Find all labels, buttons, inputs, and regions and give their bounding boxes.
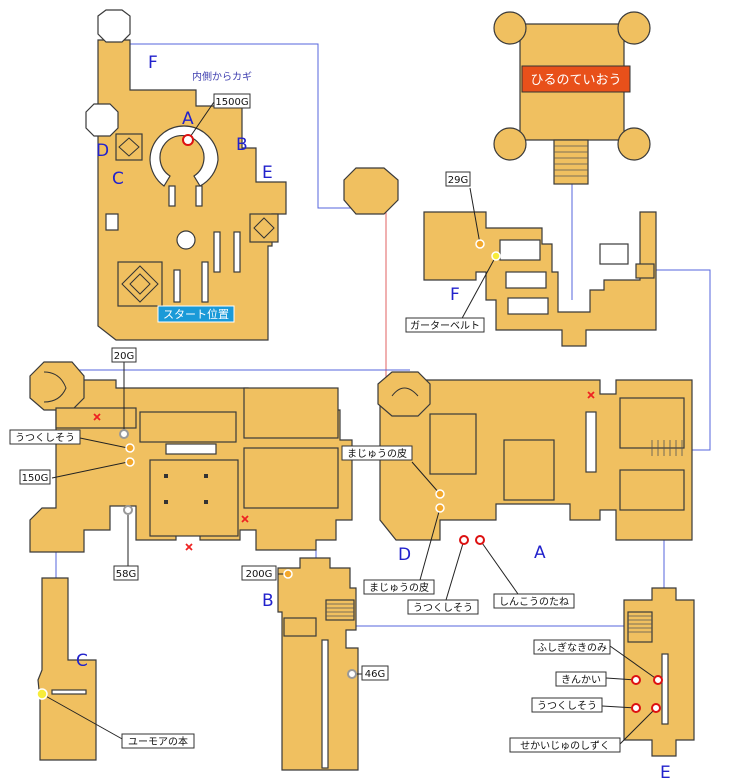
inside-key-note: 内側からカギ [192,70,252,83]
west-tower-south [37,577,97,761]
x-mark [241,515,249,523]
callout-shinkou: しんこうのたね [493,593,575,609]
svg-text:うつくしそう: うつくしそう [15,432,75,444]
marker-utsukushisou-3 [631,703,641,713]
letter-labels: F A B D C E F D A B C E [76,53,671,783]
east-tower-south [623,587,695,757]
letter-E-low: E [660,763,671,783]
start-text: スタート位置 [163,307,229,321]
throne-top-right: ひるのていおう [493,11,651,185]
svg-text:まじゅうの皮: まじゅうの皮 [369,581,429,594]
marker-garter [491,251,501,261]
svg-text:20G: 20G [114,351,134,362]
marker-kinkai [631,675,641,685]
x-mark [185,543,193,551]
svg-text:せかいじゅのしずく: せかいじゅのしずく [520,740,610,752]
connector-lines [55,43,711,627]
castle-top-left [85,9,287,341]
letter-F-top: F [148,53,158,73]
marker-yuumoa [36,688,48,700]
svg-text:46G: 46G [365,669,385,680]
marker-46g [347,669,357,679]
marker-29g [475,239,485,249]
svg-text:58G: 58G [116,569,136,580]
east-wing-lower [377,371,693,541]
svg-text:ガーターベルト: ガーターベルト [410,320,480,332]
letter-A-top: A [182,109,194,129]
svg-text:うつくしそう: うつくしそう [413,602,473,614]
marker-20g [119,429,129,439]
callout-sekaiju: せかいじゅのしずく [509,737,621,753]
callout-150g: 150G [19,469,51,485]
tower-octagon-top [343,167,399,215]
letter-B-top: B [236,135,248,155]
callout-46g: 46G [361,665,389,681]
x-mark [93,413,101,421]
svg-text:150G: 150G [22,473,49,484]
svg-text:きんかい: きんかい [561,674,601,686]
svg-text:うつくしそう: うつくしそう [537,700,597,712]
callout-20g: 20G [111,347,137,363]
marker-150g [125,457,135,467]
callout-58g: 58G [113,565,139,581]
x-marks [93,391,595,551]
letter-C-low: C [76,651,88,671]
marker-majuu-2 [435,503,445,513]
callout-yuumoa: ユーモアの本 [121,733,195,749]
letter-F-right: F [450,285,460,305]
callout-majuu-1: まじゅうの皮 [341,445,413,461]
svg-text:まじゅうの皮: まじゅうの皮 [347,447,407,460]
x-mark [587,391,595,399]
callout-29g: 29G [445,171,471,187]
letter-D-top: D [96,141,109,161]
marker-utsukushisou-2 [459,535,469,545]
callout-200g: 200G [241,565,277,581]
svg-text:ふしぎなきのみ: ふしぎなきのみ [537,641,607,654]
svg-text:しんこうのたね: しんこうのたね [499,596,569,608]
svg-text:1500G: 1500G [215,97,248,108]
leader-lines [41,101,659,745]
callout-utsukushisou-1: うつくしそう [9,429,81,445]
callout-fushigi: ふしぎなきのみ [533,639,611,655]
item-markers [36,134,663,713]
callout-majuu-2: まじゅうの皮 [363,579,435,595]
marker-fushigi [653,675,663,685]
map-title: ひるのていおう [530,73,621,88]
letter-B-low: B [262,591,274,611]
marker-1500g [182,134,194,146]
callout-garter: ガーターベルト [405,317,485,333]
marker-58g [123,505,133,515]
callout-1500g: 1500G [213,93,251,109]
callout-utsukushisou-2: うつくしそう [407,599,479,615]
callout-kinkai: きんかい [555,671,607,687]
start-label: スタート位置 [157,305,235,323]
svg-text:ユーモアの本: ユーモアの本 [128,735,188,748]
marker-200g [283,569,293,579]
letter-A-mid: A [534,543,546,563]
letter-C-top: C [112,169,124,189]
callouts: 1500G 29G ガーターベルト 20G うつくしそう 150G 58G まじ… [9,93,621,753]
west-wing [29,361,353,553]
svg-text:29G: 29G [448,175,468,186]
marker-majuu-1 [435,489,445,499]
callout-utsukushisou-3: うつくしそう [531,697,603,713]
letter-D-mid: D [398,545,411,565]
letter-E-top: E [262,163,273,183]
svg-text:200G: 200G [246,569,273,580]
marker-shinkou [475,535,485,545]
marker-sekaiju [651,703,661,713]
marker-utsukushisou-1 [125,443,135,453]
south-hall [277,557,359,771]
